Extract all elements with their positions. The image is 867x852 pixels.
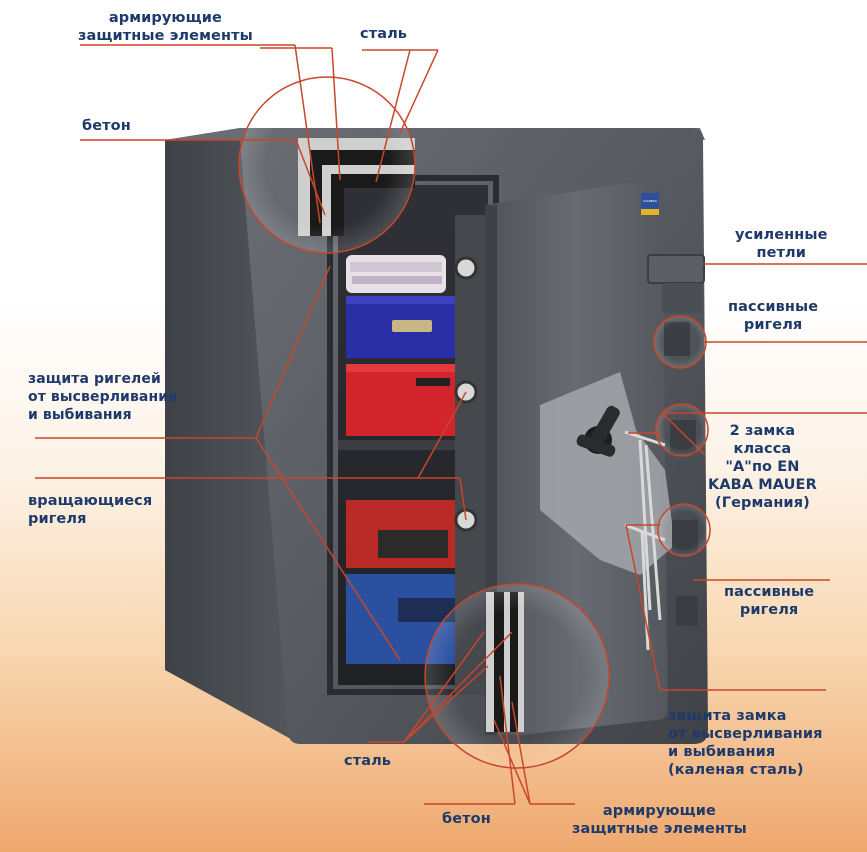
- label-passive-bolts-top: пассивные ригеля: [728, 299, 819, 333]
- red-cash-box: [346, 364, 458, 436]
- label-locks: 2 замка класса "A"по EN KABA MAUER (Герм…: [708, 423, 817, 511]
- lock-handle: [576, 405, 620, 457]
- label-concrete-bottom: бетон: [442, 811, 491, 827]
- magnifier-circles: [238, 76, 711, 769]
- rotating-bolt-1: [454, 256, 478, 280]
- door-badge-text: VALBERG: [643, 199, 657, 203]
- label-steel-bottom: сталь: [344, 753, 392, 769]
- label-hinges: усиленные петли: [735, 227, 828, 261]
- label-rotating-bolts: вращающиеся ригеля: [28, 493, 153, 527]
- interior-shelf: [338, 440, 458, 450]
- hinge-top: [647, 254, 705, 284]
- safe-body-side: [165, 128, 300, 744]
- label-reinforcing-top: армирующие защитные элементы: [78, 10, 253, 44]
- label-reinforcing-bottom: армирующие защитные элементы: [572, 803, 747, 837]
- leader-lines: [35, 44, 867, 805]
- label-lock-protection: защита замка от высверливания и выбивани…: [668, 708, 823, 778]
- label-passive-bolts-bottom: пассивные ригеля: [724, 584, 815, 618]
- label-concrete-top: бетон: [82, 118, 131, 134]
- label-bolt-protection: защита ригелей от высверливания и выбива…: [28, 371, 178, 423]
- banknotes: [346, 255, 446, 293]
- passive-bolt-4: [676, 596, 698, 626]
- label-steel-top: сталь: [360, 26, 408, 42]
